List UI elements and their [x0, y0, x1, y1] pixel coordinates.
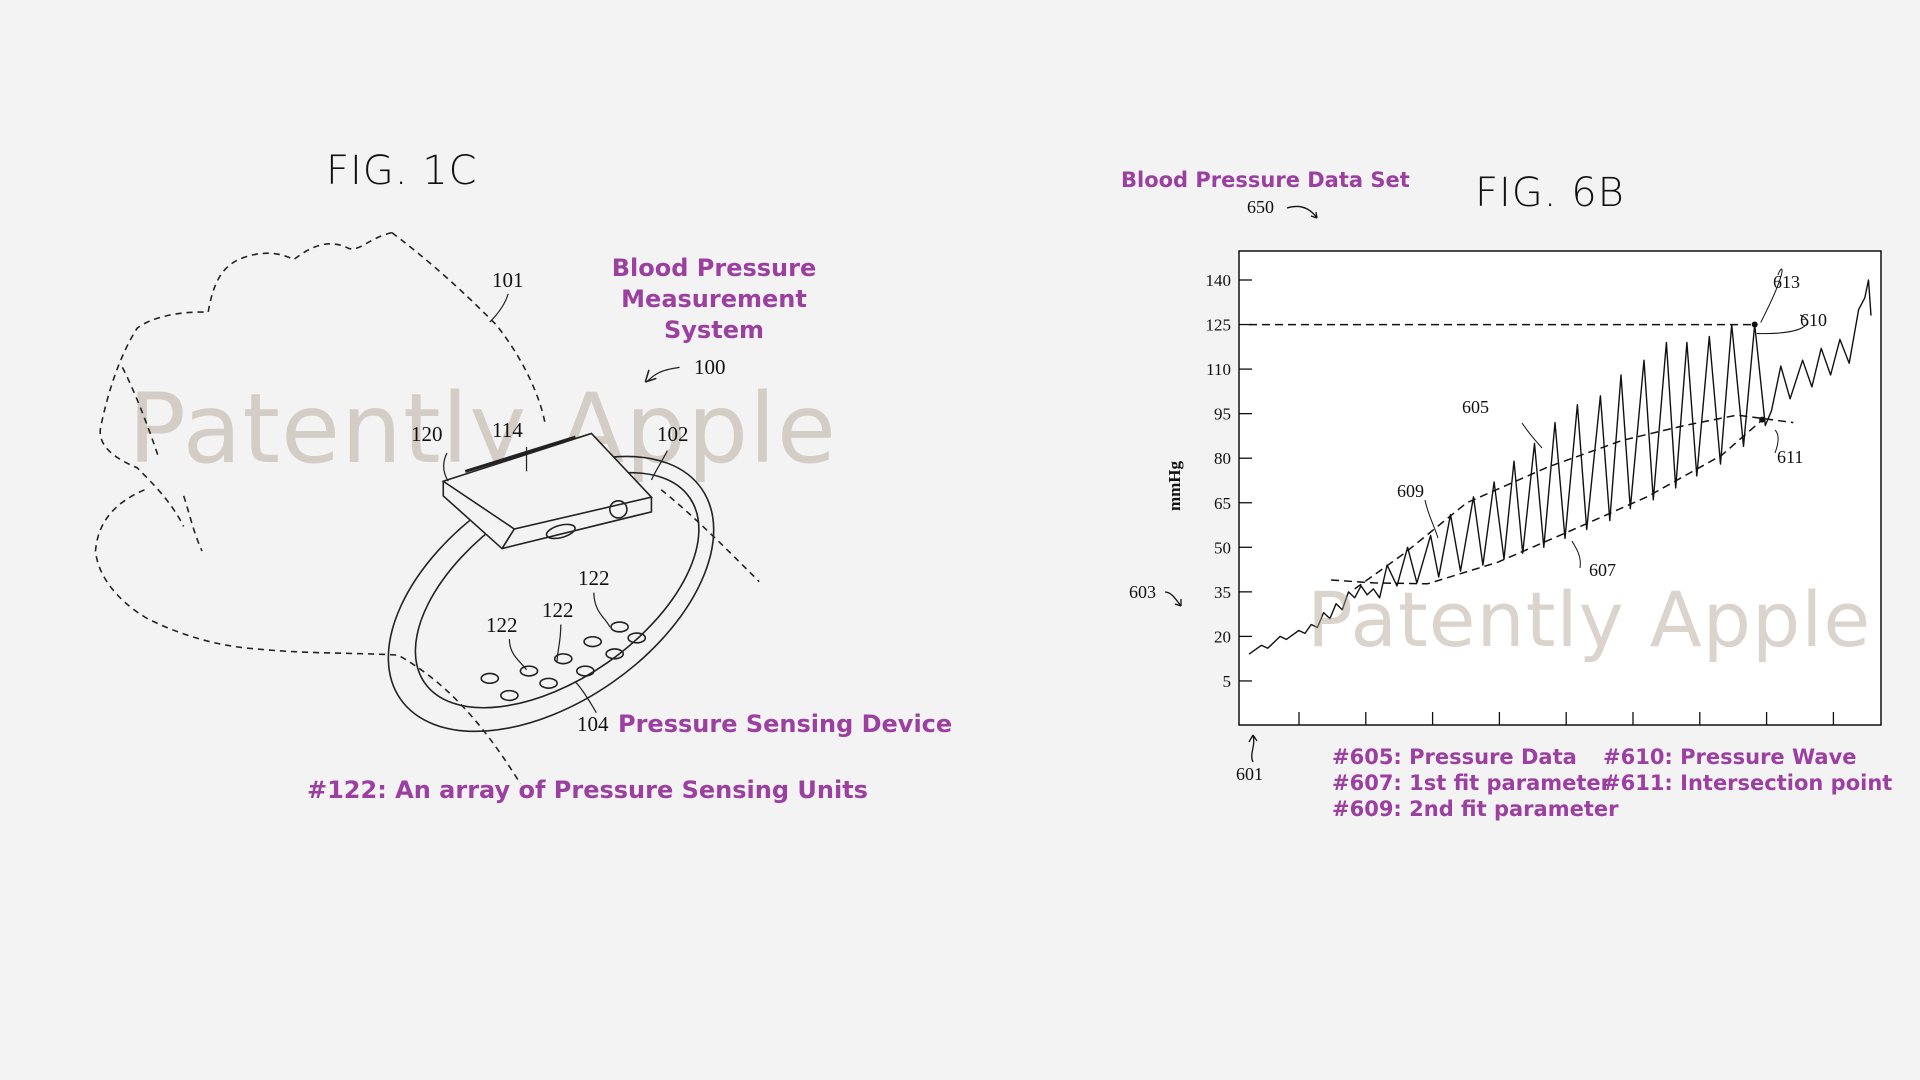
legend-607: #607: 1st fit parameter	[1332, 771, 1612, 795]
ref-104: 104	[577, 712, 609, 736]
arrow-601	[1248, 734, 1258, 763]
watch-button	[545, 523, 576, 540]
y-tick-label: 50	[1214, 538, 1231, 557]
pressure-sensing-units	[480, 621, 647, 702]
ref-611: 611	[1777, 447, 1804, 467]
hand-outline	[94, 231, 522, 785]
figure-title-6b: FIG. 6B	[1475, 170, 1625, 216]
y-tick-label: 110	[1206, 360, 1231, 379]
y-tick-label: 140	[1206, 271, 1232, 290]
legend-609: #609: 2nd fit parameter	[1332, 797, 1619, 821]
y-tick-label: 65	[1214, 494, 1231, 513]
ref-601: 601	[1236, 764, 1263, 784]
ref-607: 607	[1589, 560, 1616, 580]
y-tick-label: 5	[1223, 672, 1232, 691]
watch-crown	[609, 500, 628, 519]
caption-system-line-3: System	[664, 316, 764, 344]
series-609	[1354, 414, 1794, 590]
leader-line	[1756, 314, 1808, 334]
ref-610: 610	[1800, 310, 1827, 330]
figure-title-1c: FIG. 1C	[326, 148, 478, 194]
ref-114: 114	[492, 418, 523, 442]
leader-lines	[443, 293, 680, 713]
caption-dataset: Blood Pressure Data Set	[1121, 168, 1410, 192]
ref-605: 605	[1462, 397, 1489, 417]
series-605	[1248, 279, 1872, 655]
arrow-650	[1286, 205, 1318, 219]
leader-line	[1571, 540, 1581, 569]
caption-array: #122: An array of Pressure Sensing Units	[307, 776, 868, 804]
marker-613	[1751, 321, 1758, 328]
y-tick-label: 20	[1214, 627, 1231, 646]
leader-line	[1521, 422, 1543, 449]
ref-101: 101	[492, 268, 524, 292]
arrow-603	[1164, 591, 1182, 607]
series-607	[1331, 414, 1769, 585]
ref-122-c: 122	[578, 566, 610, 590]
ref-650: 650	[1247, 197, 1274, 217]
leader-line	[1760, 268, 1783, 323]
legend-610: #610: Pressure Wave	[1603, 745, 1857, 769]
caption-device: Pressure Sensing Device	[618, 710, 953, 738]
watch-case	[441, 432, 653, 550]
y-tick-label: 125	[1206, 316, 1232, 335]
ref-609: 609	[1397, 481, 1424, 501]
caption-system: Blood Pressure Measurement System	[604, 253, 824, 346]
leader-line	[1424, 499, 1439, 539]
y-tick-label: 35	[1214, 583, 1231, 602]
ref-122-b: 122	[542, 598, 574, 622]
ref-603: 603	[1129, 582, 1156, 602]
legend-605: #605: Pressure Data	[1332, 745, 1577, 769]
arrow-100	[644, 369, 657, 383]
y-tick-label: 80	[1214, 449, 1231, 468]
watch-screen-edge	[464, 435, 576, 473]
leader-line	[1774, 429, 1779, 454]
ref-613: 613	[1773, 272, 1800, 292]
ref-120: 120	[411, 422, 443, 446]
caption-system-line-2: Measurement	[621, 285, 807, 313]
ref-102: 102	[657, 422, 689, 446]
ref-100: 100	[694, 355, 726, 379]
y-tick-label: 95	[1214, 405, 1231, 424]
hand-finger-lines	[121, 232, 760, 583]
legend-611: #611: Intersection point	[1603, 771, 1893, 795]
caption-system-line-1: Blood Pressure	[611, 254, 817, 282]
ref-122-a: 122	[486, 613, 518, 637]
blood-pressure-chart: 140 125 110 95 80 65 50 35 20 5	[1206, 250, 1882, 726]
marker-611	[1759, 416, 1766, 423]
